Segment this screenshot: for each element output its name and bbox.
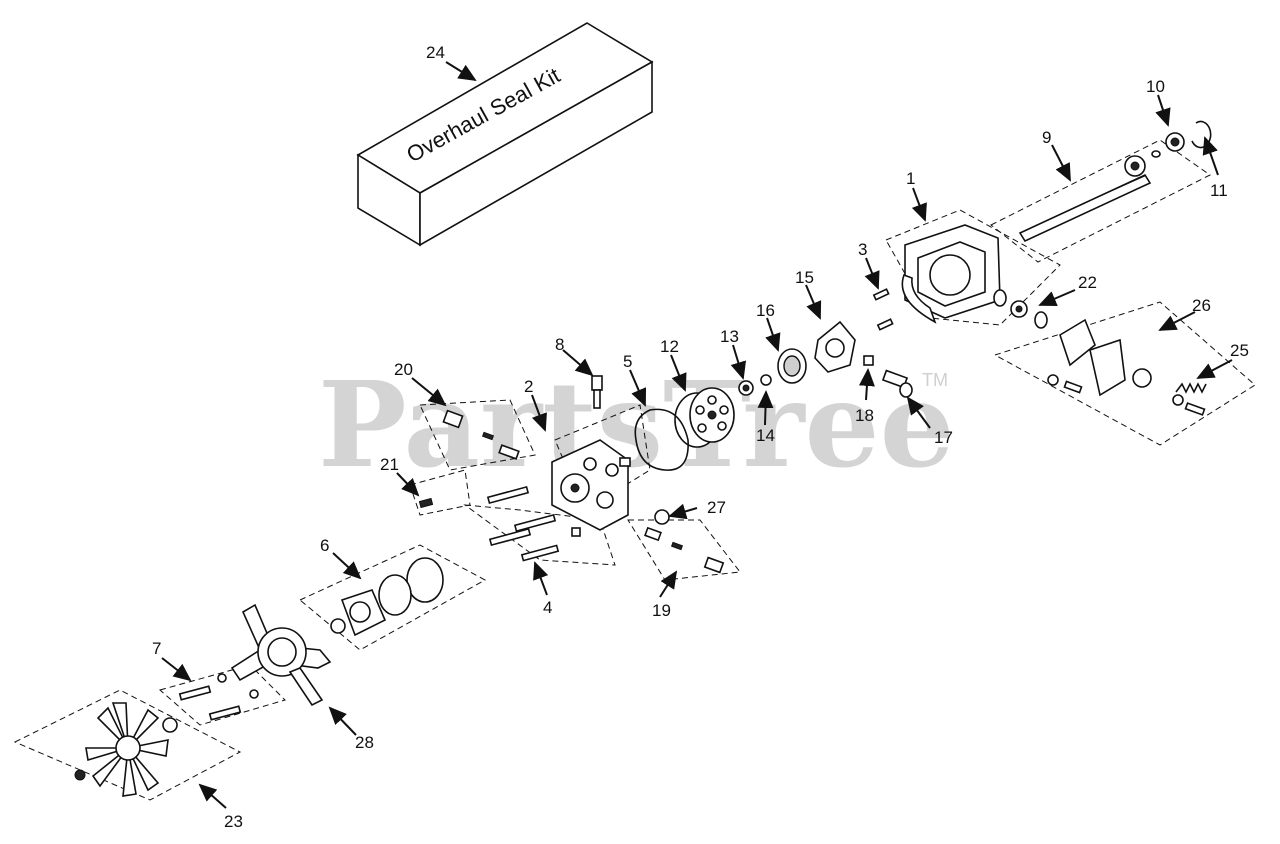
callout-24: 24 [426, 43, 445, 62]
linkage-parts [1047, 318, 1206, 416]
callout-22: 22 [1078, 273, 1097, 292]
gasket-part [634, 408, 689, 471]
callout-arrows [161, 61, 1233, 809]
callout-7: 7 [152, 639, 161, 658]
callout-14: 14 [756, 426, 775, 445]
callout-17: 17 [934, 428, 953, 447]
callout-16: 16 [756, 301, 775, 320]
callout-3: 3 [858, 240, 867, 259]
callout-6: 6 [320, 536, 329, 555]
small-block-part [863, 355, 874, 366]
callout-19: 19 [652, 601, 671, 620]
callout-15: 15 [795, 268, 814, 287]
washer-parts [738, 374, 772, 396]
callout-8: 8 [555, 335, 564, 354]
shaft-part [1018, 150, 1161, 243]
plate-part [814, 320, 856, 373]
fitting-parts [418, 409, 520, 509]
spring-part [1175, 382, 1207, 394]
callout-21: 21 [380, 455, 399, 474]
callout-9: 9 [1042, 128, 1051, 147]
callout-26: 26 [1192, 296, 1211, 315]
bearing-part [1165, 132, 1185, 152]
callout-1: 1 [906, 169, 915, 188]
fan-hub-part [230, 603, 332, 707]
callout-28: 28 [355, 733, 374, 752]
callout-25: 25 [1230, 341, 1249, 360]
callout-12: 12 [660, 337, 679, 356]
pump-assembly-part [330, 557, 444, 637]
callout-2: 2 [524, 377, 533, 396]
bolt-parts [486, 485, 581, 562]
callout-5: 5 [623, 352, 632, 371]
seal-parts [993, 289, 1048, 329]
callout-10: 10 [1146, 77, 1165, 96]
thrust-bearing-part [777, 348, 807, 384]
callout-23: 23 [224, 812, 243, 831]
callout-13: 13 [720, 327, 739, 346]
housing-part [901, 224, 1001, 324]
fan-bolt-parts [178, 673, 259, 721]
callout-labels: 1 2 3 4 5 6 7 8 9 10 11 12 13 14 15 16 1… [152, 43, 1249, 831]
callout-4: 4 [543, 598, 552, 617]
callout-18: 18 [855, 406, 874, 425]
callout-27: 27 [707, 498, 726, 517]
plug-parts [644, 509, 725, 574]
watermark-trademark: TM [922, 370, 948, 390]
callout-11: 11 [1210, 181, 1228, 200]
callout-20: 20 [394, 360, 413, 379]
seal-kit-box: Overhaul Seal Kit [356, 22, 654, 247]
pin-parts [872, 288, 894, 331]
trunnion-part [881, 369, 913, 398]
fan-part [74, 702, 178, 797]
valve-part [591, 375, 603, 409]
center-section-part [551, 439, 631, 531]
